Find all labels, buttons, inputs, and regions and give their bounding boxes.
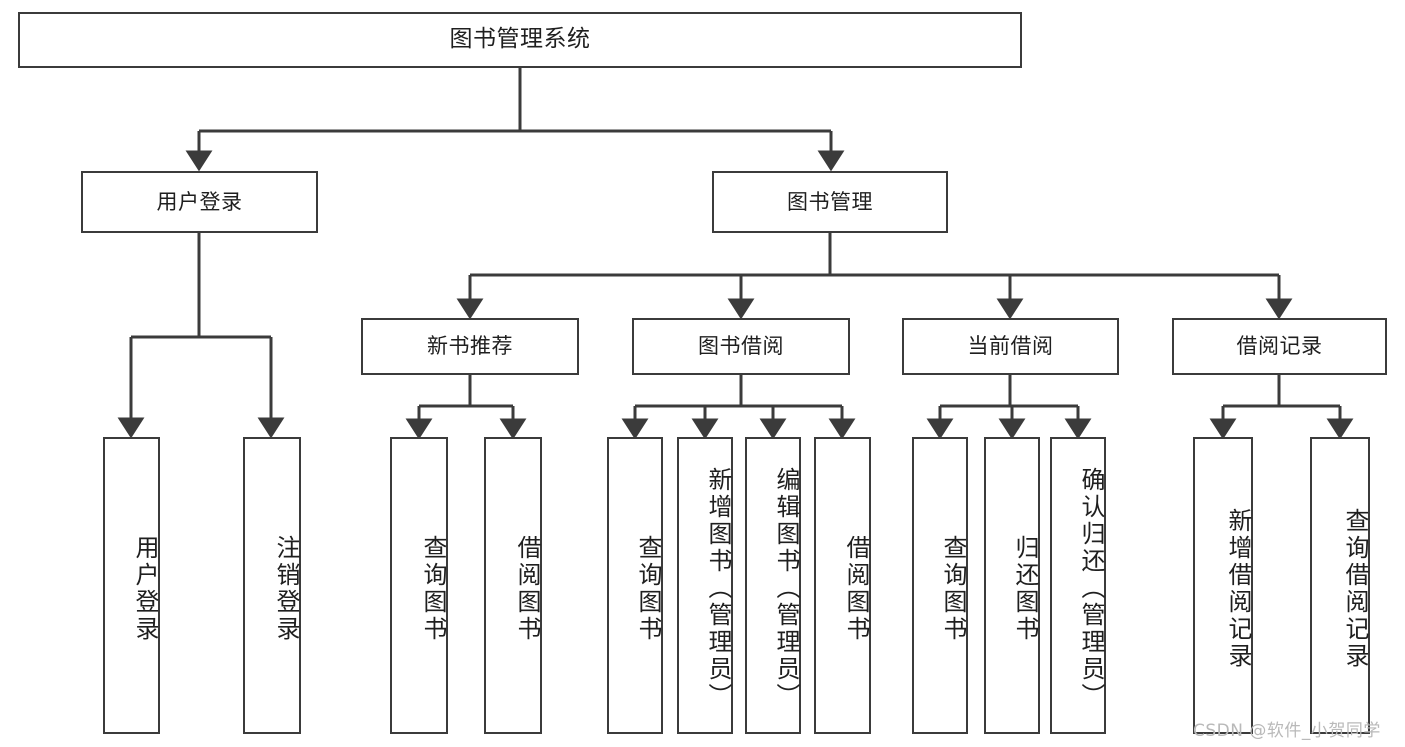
node-current-borrow[interactable]: 当前借阅	[902, 318, 1119, 375]
node-user-login[interactable]: 用户登录	[81, 171, 318, 233]
node-label: 归还图书	[1011, 534, 1039, 643]
leaf-borrow-book[interactable]: 借阅图书	[814, 437, 871, 734]
node-label: 注销登录	[272, 534, 300, 643]
node-label: 借阅图书	[842, 534, 870, 643]
leaf-edit-book-admin[interactable]: 编辑图书（管理员）	[745, 437, 801, 734]
leaf-logout[interactable]: 注销登录	[243, 437, 301, 734]
node-label: 借阅图书	[513, 534, 541, 643]
node-book-management[interactable]: 图书管理	[712, 171, 948, 233]
leaf-add-book-admin[interactable]: 新增图书（管理员）	[677, 437, 733, 734]
leaf-query-book-current[interactable]: 查询图书	[912, 437, 968, 734]
node-label: 图书管理系统	[449, 26, 591, 53]
node-label: 用户登录	[156, 189, 243, 214]
node-root[interactable]: 图书管理系统	[18, 12, 1022, 68]
node-borrow-records[interactable]: 借阅记录	[1172, 318, 1387, 375]
leaf-add-borrow-record[interactable]: 新增借阅记录	[1193, 437, 1253, 734]
node-label: 借阅记录	[1236, 334, 1323, 359]
node-label: 编辑图书（管理员）	[772, 467, 800, 710]
leaf-query-book-recommend[interactable]: 查询图书	[390, 437, 448, 734]
leaf-query-borrow-record[interactable]: 查询借阅记录	[1310, 437, 1370, 734]
node-label: 新增图书（管理员）	[704, 467, 732, 710]
leaf-return-book[interactable]: 归还图书	[984, 437, 1040, 734]
node-label: 新增借阅记录	[1224, 507, 1252, 670]
node-label: 查询借阅记录	[1341, 507, 1369, 670]
node-label: 确认归还（管理员）	[1077, 467, 1105, 710]
node-new-book-recommend[interactable]: 新书推荐	[361, 318, 579, 375]
node-label: 图书借阅	[698, 334, 784, 359]
node-label: 查询图书	[419, 534, 447, 643]
leaf-borrow-book-recommend[interactable]: 借阅图书	[484, 437, 542, 734]
node-label: 图书管理	[787, 189, 873, 214]
node-label: 查询图书	[939, 534, 967, 643]
leaf-confirm-return-admin[interactable]: 确认归还（管理员）	[1050, 437, 1106, 734]
node-book-borrow[interactable]: 图书借阅	[632, 318, 850, 375]
node-label: 用户登录	[131, 534, 159, 643]
node-label: 新书推荐	[427, 334, 513, 359]
leaf-query-book-borrow[interactable]: 查询图书	[607, 437, 663, 734]
node-label: 查询图书	[634, 534, 662, 643]
node-label: 当前借阅	[967, 334, 1054, 359]
csdn-watermark: CSDN @软件_小贺同学	[1193, 721, 1381, 741]
leaf-user-login[interactable]: 用户登录	[103, 437, 160, 734]
